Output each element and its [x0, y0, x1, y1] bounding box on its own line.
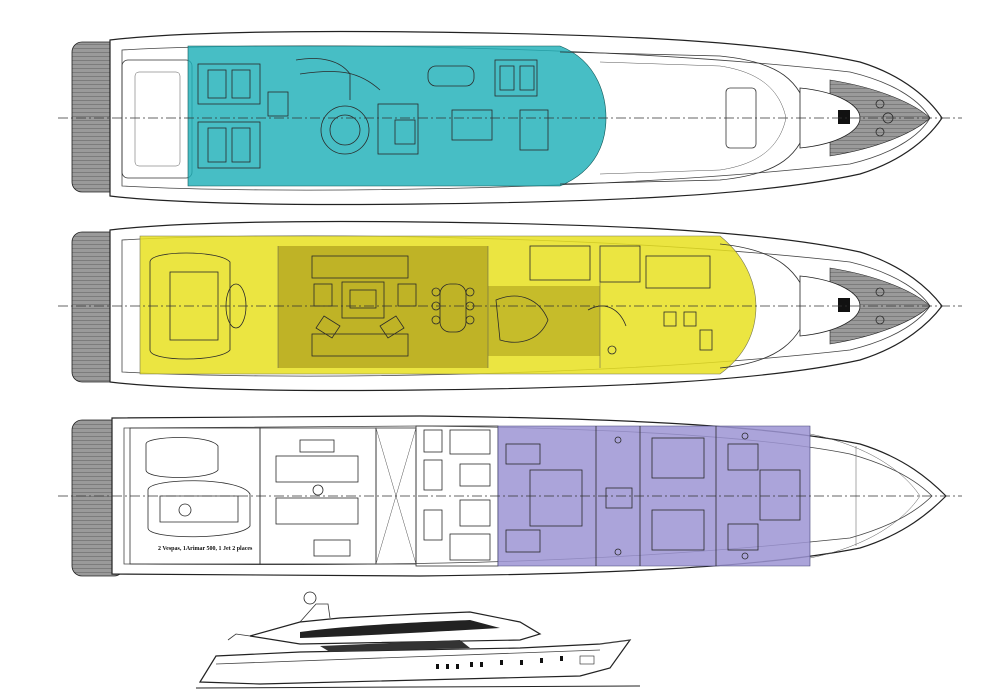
main-deck-furniture	[149, 245, 713, 360]
main-deck-plan	[58, 220, 962, 392]
portholes	[436, 656, 563, 669]
bow-winch-icon	[799, 87, 894, 149]
sun-deck-zone	[187, 45, 607, 187]
tender-garage	[145, 437, 251, 538]
crew-quarters	[275, 439, 359, 557]
lower-deck-plan: 2 Vespas, 1Arimar 500, 1 Jet 2 places	[58, 415, 962, 577]
side-profile	[195, 591, 641, 689]
lower-deck-caption: 2 Vespas, 1Arimar 500, 1 Jet 2 places	[158, 546, 253, 552]
salon-floor	[278, 246, 488, 368]
crew-cabins	[423, 429, 491, 561]
sun-deck-furniture	[197, 58, 549, 169]
sun-deck-plan	[58, 30, 962, 206]
